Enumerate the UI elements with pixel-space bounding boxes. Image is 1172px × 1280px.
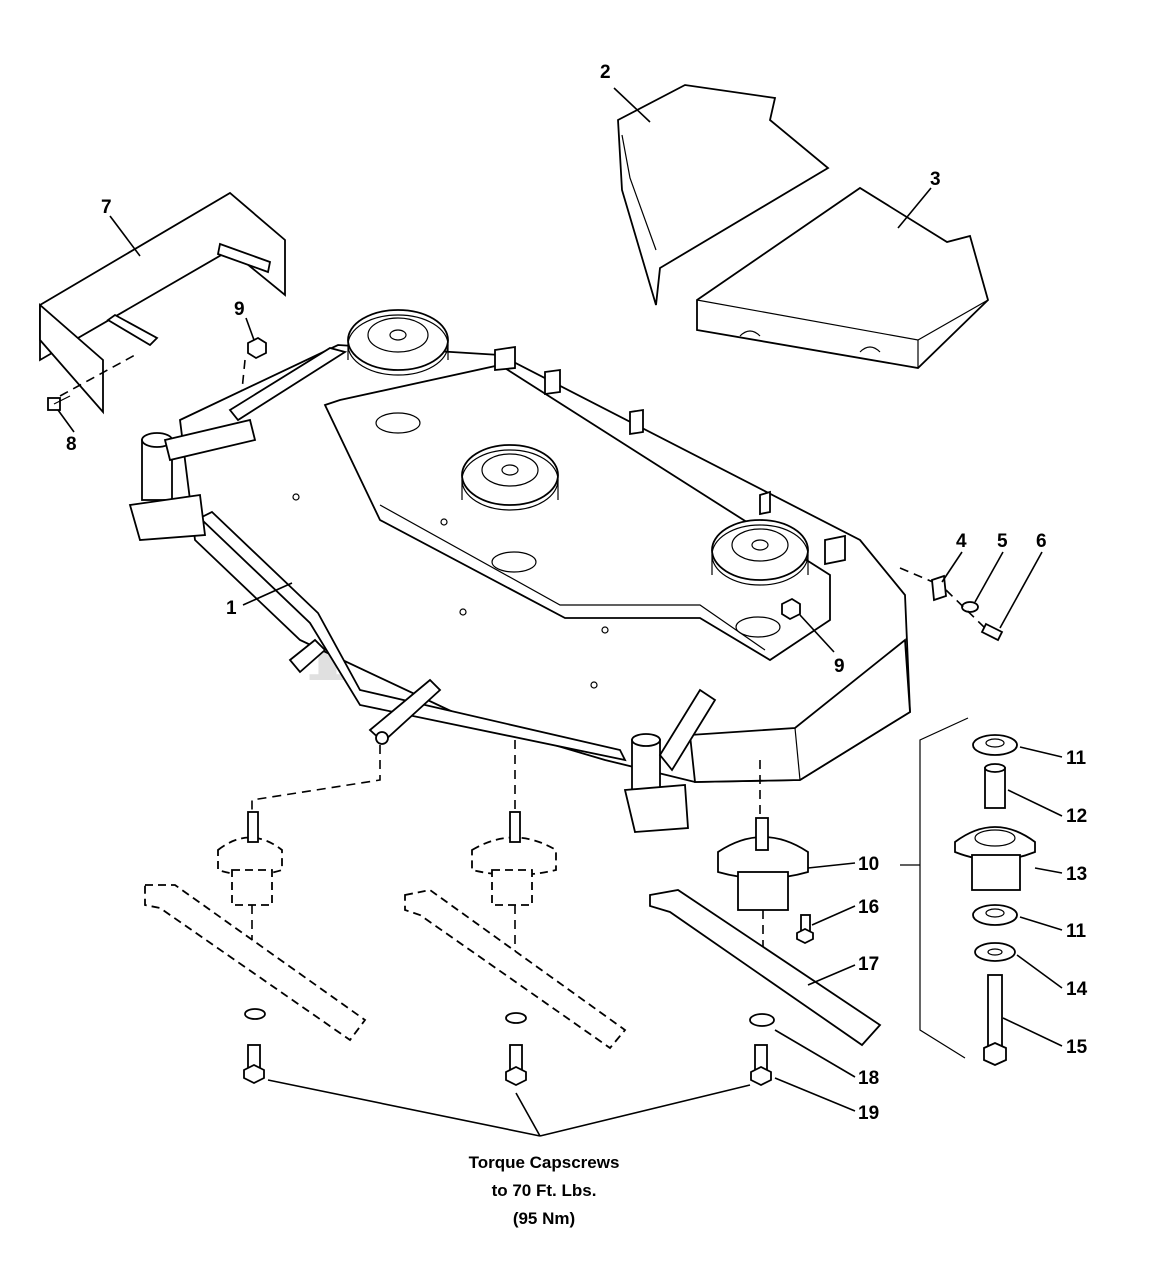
part-deflector	[39, 191, 286, 415]
callout-11-top: 11	[1066, 748, 1087, 769]
part-bolt-16	[796, 914, 814, 945]
part-hardware-4-5-6	[899, 567, 1004, 642]
leader-lines	[57, 87, 1063, 1137]
gauge-wheel-left	[128, 418, 257, 541]
callout-11-bottom: 11	[1066, 921, 1087, 942]
blade-left	[144, 884, 367, 1042]
part-belt-cover-right	[696, 186, 990, 369]
callout-17: 17	[858, 954, 879, 975]
torque-note-line-1: Torque Capscrews	[469, 1153, 620, 1172]
pulley-right	[711, 519, 809, 586]
part-nut-9-right	[781, 597, 801, 621]
callout-12: 12	[1066, 806, 1087, 827]
callout-4: 4	[956, 531, 967, 552]
part-capscrew-8	[47, 354, 136, 411]
callout-2: 2	[600, 62, 611, 83]
torque-note-line-2: to 70 Ft. Lbs.	[492, 1181, 597, 1200]
callout-5: 5	[997, 531, 1008, 552]
callout-15: 15	[1066, 1037, 1088, 1058]
torque-note: Torque Capscrews to 70 Ft. Lbs. (95 Nm)	[469, 1153, 620, 1228]
callout-13: 13	[1066, 864, 1087, 885]
callout-1: 1	[226, 598, 237, 619]
gauge-wheel-right	[623, 688, 717, 833]
part-nut-9-top	[239, 336, 267, 411]
pulley-left	[347, 309, 449, 376]
callout-9-right: 9	[834, 656, 845, 677]
callout-16: 16	[858, 897, 879, 918]
spindle-left	[217, 811, 283, 1085]
part-deck-housing	[128, 344, 911, 833]
pulley-center	[461, 444, 559, 511]
callout-7: 7	[101, 197, 112, 218]
callout-6: 6	[1036, 531, 1047, 552]
callout-18: 18	[858, 1068, 879, 1089]
part-belt-cover-left	[617, 84, 830, 306]
callout-19: 19	[858, 1103, 879, 1124]
blade-center	[404, 889, 627, 1050]
torque-note-line-3: (95 Nm)	[513, 1209, 575, 1228]
spindle-right	[717, 817, 809, 1087]
callout-10: 10	[858, 854, 879, 875]
callouts: 2 3 7 9 8 1 4 5 6 9 11 12 13 11 14 15 10…	[66, 62, 1088, 1124]
blade-right	[649, 889, 882, 1047]
spindle-exploded-parts	[900, 717, 1036, 1066]
callout-8: 8	[66, 434, 77, 455]
callout-14: 14	[1066, 979, 1088, 1000]
callout-3: 3	[930, 169, 941, 190]
callout-9-top: 9	[234, 299, 245, 320]
